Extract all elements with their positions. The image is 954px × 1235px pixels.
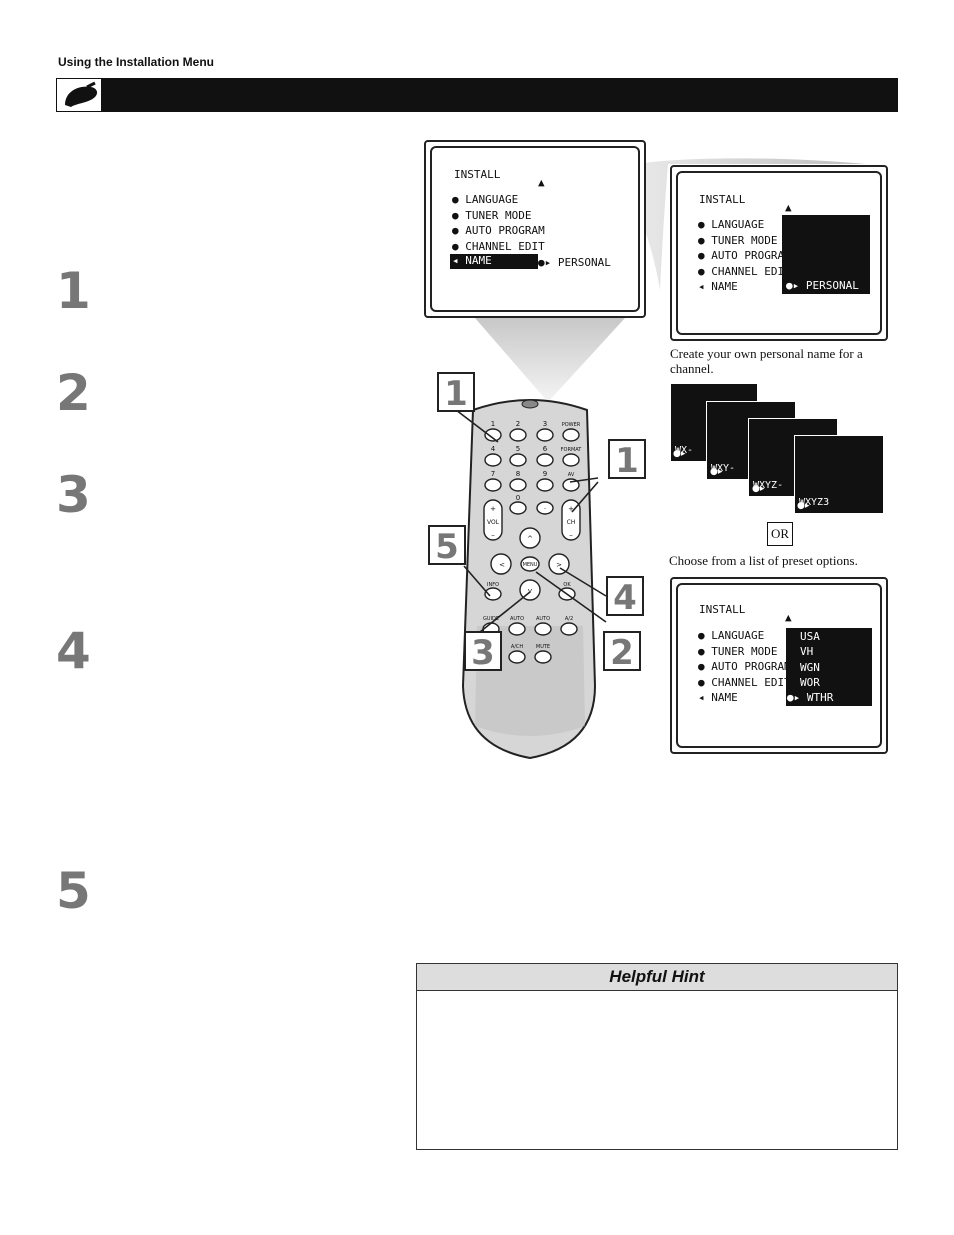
svg-text:·: · bbox=[544, 505, 546, 513]
svg-text:1: 1 bbox=[491, 420, 495, 428]
step-5-number: 5 bbox=[56, 862, 91, 920]
preset-caption: Choose from a list of preset options. bbox=[669, 553, 858, 568]
svg-text:●▸: ●▸ bbox=[710, 467, 723, 477]
svg-text:7: 7 bbox=[491, 470, 495, 478]
preset-option: USA bbox=[800, 630, 820, 643]
preset-list: USA VH WGN WOR ●▸ WTHR bbox=[786, 628, 872, 706]
svg-text:6: 6 bbox=[543, 445, 548, 453]
callout-step-1: 1 bbox=[437, 372, 475, 414]
svg-text:GUIDE: GUIDE bbox=[483, 616, 499, 622]
step-4-number: 4 bbox=[56, 622, 91, 680]
svg-text:>: > bbox=[556, 561, 562, 569]
svg-text:–: – bbox=[569, 531, 573, 539]
svg-text:INFO: INFO bbox=[487, 582, 499, 588]
menu-item: ● TUNER MODE bbox=[698, 234, 778, 247]
svg-text:FORMAT: FORMAT bbox=[561, 447, 583, 453]
entry-panel: ●▸ PERSONAL bbox=[782, 215, 870, 294]
menu-item: ● LANGUAGE bbox=[698, 629, 765, 642]
menu-item-selected: ◂ NAME bbox=[450, 254, 538, 269]
svg-text:+: + bbox=[568, 505, 574, 513]
svg-text:^: ^ bbox=[527, 535, 533, 543]
svg-text:AUTO: AUTO bbox=[536, 616, 550, 622]
tv-screen-personal-name: INSTALL ▲ ● LANGUAGE ● TUNER MODE ● AUTO… bbox=[670, 165, 888, 341]
callout-lines bbox=[455, 409, 607, 633]
preset-option: WGN bbox=[800, 661, 820, 674]
svg-text:A/CH: A/CH bbox=[511, 644, 524, 650]
personal-caption: Create your own personal name for a chan… bbox=[670, 346, 863, 376]
entry-value: ●▸ PERSONAL bbox=[786, 279, 859, 292]
menu-item: ● TUNER MODE bbox=[452, 209, 532, 222]
svg-text:9: 9 bbox=[543, 470, 547, 478]
svg-text:4: 4 bbox=[491, 445, 496, 453]
callout-step-1: 1 bbox=[608, 439, 646, 481]
svg-text:A/2: A/2 bbox=[565, 616, 573, 622]
svg-text:3: 3 bbox=[543, 420, 547, 428]
callout-step-4: 4 bbox=[606, 576, 644, 618]
arrow-icons: ●▸ ●▸ ●▸ ●▸ bbox=[673, 449, 810, 511]
menu-title: INSTALL bbox=[454, 168, 501, 181]
step-3-number: 3 bbox=[56, 466, 91, 524]
svg-text:v: v bbox=[528, 587, 532, 595]
menu-item-value: ●▸ PERSONAL bbox=[538, 256, 611, 269]
menu-item: ● AUTO PROGRAM bbox=[698, 249, 791, 262]
callout-step-5: 5 bbox=[428, 525, 466, 567]
name-card: WXYZ3 bbox=[794, 435, 884, 514]
tv-screen-install-menu: INSTALL ▲ ● LANGUAGE ● TUNER MODE ● AUTO… bbox=[424, 140, 646, 318]
callout-step-3: 3 bbox=[464, 631, 502, 673]
svg-text:AV: AV bbox=[568, 472, 575, 478]
menu-title: INSTALL bbox=[699, 603, 746, 616]
scroll-up-icon: ▲ bbox=[785, 611, 792, 624]
scroll-up-icon: ▲ bbox=[538, 176, 545, 189]
section-title: Using the Installation Menu bbox=[58, 55, 215, 69]
svg-text:VOL: VOL bbox=[487, 519, 500, 526]
svg-text:+: + bbox=[490, 505, 496, 513]
menu-item: ● AUTO PROGRAM bbox=[698, 660, 791, 673]
svg-text:OK: OK bbox=[563, 582, 571, 588]
menu-item: ◂ NAME bbox=[698, 280, 738, 293]
tv-screen-preset-names: INSTALL ▲ ● LANGUAGE ● TUNER MODE ● AUTO… bbox=[670, 577, 888, 754]
svg-text:●▸: ●▸ bbox=[797, 501, 810, 511]
menu-item: ● CHANNEL EDIT bbox=[698, 265, 791, 278]
svg-text:8: 8 bbox=[516, 470, 520, 478]
menu-title: INSTALL bbox=[699, 193, 746, 206]
step-2-number: 2 bbox=[56, 364, 91, 422]
menu-item: ● LANGUAGE bbox=[452, 193, 519, 206]
svg-text:<: < bbox=[499, 561, 505, 569]
svg-text:2: 2 bbox=[516, 420, 520, 428]
title-banner bbox=[56, 78, 898, 112]
menu-item: ● CHANNEL EDIT bbox=[698, 676, 791, 689]
svg-text:CH: CH bbox=[567, 519, 576, 526]
menu-item: ● LANGUAGE bbox=[698, 218, 765, 231]
svg-text:AUTO: AUTO bbox=[510, 616, 524, 622]
menu-item: ● TUNER MODE bbox=[698, 645, 778, 658]
svg-text:MUTE: MUTE bbox=[536, 644, 550, 650]
helpful-hint-title: Helpful Hint bbox=[417, 964, 897, 991]
or-label: OR bbox=[767, 522, 793, 546]
chapter-icon bbox=[56, 78, 102, 112]
menu-item: ● CHANNEL EDIT bbox=[452, 240, 545, 253]
svg-text:●▸: ●▸ bbox=[752, 484, 765, 494]
preset-option: VH bbox=[800, 645, 814, 658]
callout-step-2: 2 bbox=[603, 631, 641, 673]
preset-option: WOR bbox=[800, 676, 820, 689]
scroll-up-icon: ▲ bbox=[785, 201, 792, 214]
svg-text:5: 5 bbox=[516, 445, 520, 453]
svg-text:–: – bbox=[491, 531, 495, 539]
menu-item: ● AUTO PROGRAM bbox=[452, 224, 545, 237]
svg-text:MENU: MENU bbox=[523, 562, 538, 568]
preset-option-selected: ●▸ WTHR bbox=[787, 691, 834, 704]
svg-text:0: 0 bbox=[516, 494, 520, 502]
menu-item: ◂ NAME bbox=[698, 691, 738, 704]
svg-text:POWER: POWER bbox=[562, 422, 581, 428]
step-1-number: 1 bbox=[56, 262, 91, 320]
svg-text:●▸: ●▸ bbox=[673, 449, 686, 459]
helpful-hint-box: Helpful Hint bbox=[416, 963, 898, 1150]
